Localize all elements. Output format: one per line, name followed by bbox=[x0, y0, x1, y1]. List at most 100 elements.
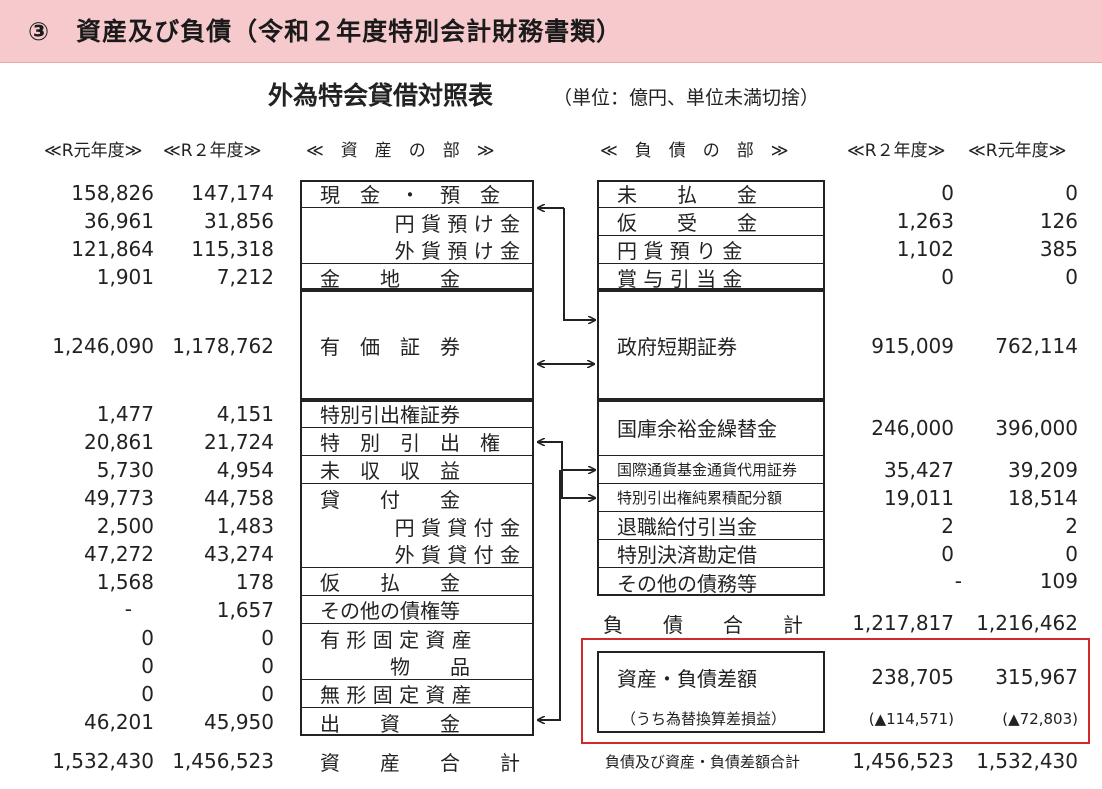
liability-row-suspense-receipts: 仮 受 金 bbox=[597, 208, 825, 236]
asset-row-goods: 物 品 bbox=[300, 652, 534, 680]
asset-r2-value: 1,178,762 bbox=[172, 334, 274, 358]
grand-total-r2: 1,456,523 bbox=[852, 749, 954, 773]
liabilities-total-r2: 1,217,817 bbox=[852, 611, 954, 635]
asset-r2-value: 21,724 bbox=[204, 430, 274, 454]
asset-row-intangible-fixed: 無 形 固 定 資 産 bbox=[300, 680, 534, 708]
asset-r2-value: 1,483 bbox=[216, 514, 274, 538]
asset-r1-value: - bbox=[124, 597, 132, 621]
asset-r1-value: 20,861 bbox=[84, 430, 154, 454]
asset-row-tangible-fixed: 有 形 固 定 資 産 bbox=[320, 627, 472, 652]
asset-r1-value: 49,773 bbox=[84, 486, 154, 510]
liability-r1-value: 126 bbox=[1039, 209, 1078, 233]
asset-r1-value: 121,864 bbox=[71, 237, 154, 261]
document-title: 外為特会貸借対照表 bbox=[268, 81, 494, 110]
asset-row-foreign-deposits: 外 貨 預 け 金 bbox=[300, 236, 534, 264]
liability-r2-value: 0 bbox=[941, 181, 954, 205]
asset-row-investments: 出 資 金 bbox=[320, 711, 460, 736]
liability-r2-value: 1,102 bbox=[896, 237, 954, 261]
asset-row-sdr: 特 別 引 出 権 bbox=[300, 428, 534, 456]
net-assets-label: 資産・負債差額 bbox=[617, 666, 757, 691]
arrow-investments-to-sdr bbox=[538, 470, 561, 720]
assets-box-securities bbox=[300, 290, 534, 400]
asset-r1-value: 2,500 bbox=[96, 514, 154, 538]
asset-r1-value: 1,568 bbox=[96, 570, 154, 594]
liability-row-retirement-reserve: 退職給付引当金 bbox=[597, 512, 825, 540]
asset-r1-value: 0 bbox=[141, 682, 154, 706]
assets-box-bottom bbox=[300, 400, 534, 736]
header-left-r1: ≪R元年度≫ bbox=[44, 141, 143, 161]
asset-row-yen-loans: 円 貨 貸 付 金 bbox=[394, 515, 520, 540]
net-assets-highlight bbox=[581, 638, 1090, 744]
asset-row-securities: 有 価 証 券 bbox=[320, 334, 460, 359]
liability-r2-value: 35,427 bbox=[884, 458, 954, 482]
liability-row-other-debts: その他の債務等 bbox=[617, 571, 757, 596]
asset-row-suspense-payments: 仮 払 金 bbox=[300, 568, 534, 596]
asset-r1-value: 0 bbox=[141, 626, 154, 650]
liability-row-yen-deposits-received: 円 貨 預 り 金 bbox=[597, 236, 825, 264]
arrow-deposits-to-fb bbox=[538, 208, 595, 320]
liability-r1-value: 109 bbox=[1039, 569, 1078, 593]
net-assets-r2: 238,705 bbox=[871, 665, 954, 689]
liability-r1-value: 0 bbox=[1065, 542, 1078, 566]
liability-r2-value: 915,009 bbox=[871, 334, 954, 358]
liability-r2-value: - bbox=[954, 569, 962, 593]
liabilities-total-r1: 1,216,462 bbox=[976, 611, 1078, 635]
asset-r2-value: 7,212 bbox=[216, 265, 274, 289]
liability-r1-value: 39,209 bbox=[1008, 458, 1078, 482]
asset-row-foreign-loans: 外 貨 貸 付 金 bbox=[300, 540, 534, 568]
liability-row-accounts-payable: 未 払 金 bbox=[597, 180, 825, 208]
asset-row-yen-deposits: 円 貨 預 け 金 bbox=[394, 211, 520, 236]
liability-r2-value: 0 bbox=[941, 542, 954, 566]
header-right-r1: ≪R元年度≫ bbox=[968, 141, 1067, 161]
asset-r1-value: 1,246,090 bbox=[52, 334, 154, 358]
liability-r1-value: 396,000 bbox=[995, 416, 1078, 440]
asset-r1-value: 1,901 bbox=[96, 265, 154, 289]
asset-r2-value: 31,856 bbox=[204, 209, 274, 233]
asset-r1-value: 46,201 bbox=[84, 710, 154, 734]
asset-r2-value: 45,950 bbox=[204, 710, 274, 734]
liability-r2-value: 19,011 bbox=[884, 486, 954, 510]
fx-gain-loss-label: （うち為替換算差損益） bbox=[621, 709, 787, 728]
fx-gain-loss-r1: (▲72,803) bbox=[1002, 710, 1078, 728]
unit-note: （単位：億円、単位未満切捨） bbox=[553, 87, 820, 109]
liability-r2-value: 246,000 bbox=[871, 416, 954, 440]
liability-r1-value: 0 bbox=[1065, 265, 1078, 289]
liability-r1-value: 762,114 bbox=[995, 334, 1078, 358]
header-assets: ≪ 資 産 の 部 ≫ bbox=[306, 141, 495, 161]
header-liabilities: ≪ 負 債 の 部 ≫ bbox=[600, 141, 789, 161]
arrow-sdr-to-liabilities bbox=[538, 442, 595, 498]
liabilities-box-securities bbox=[597, 290, 825, 400]
asset-r1-value: 36,961 bbox=[84, 209, 154, 233]
asset-row-cash-deposits: 現 金 ・ 預 金 bbox=[300, 180, 534, 208]
liability-r1-value: 2 bbox=[1065, 514, 1078, 538]
liability-row-sdr-allocation: 特別引出権純累積配分額 bbox=[597, 484, 825, 512]
asset-r2-value: 147,174 bbox=[191, 181, 274, 205]
asset-r2-value: 178 bbox=[235, 570, 274, 594]
asset-row-loans: 貸 付 金 bbox=[320, 487, 460, 512]
asset-r1-value: 158,826 bbox=[71, 181, 154, 205]
asset-r2-value: 0 bbox=[261, 654, 274, 678]
asset-row-sdr-securities: 特別引出権証券 bbox=[300, 400, 534, 428]
liability-r2-value: 1,263 bbox=[896, 209, 954, 233]
net-assets-r1: 315,967 bbox=[995, 665, 1078, 689]
liability-r1-value: 0 bbox=[1065, 181, 1078, 205]
asset-r2-value: 0 bbox=[261, 626, 274, 650]
liability-row-fb: 政府短期証券 bbox=[617, 334, 737, 359]
asset-r2-value: 44,758 bbox=[204, 486, 274, 510]
liability-row-imf-notes: 国際通貨基金通貨代用証券 bbox=[597, 456, 825, 484]
liability-row-bonus-reserve: 賞 与 引 当 金 bbox=[617, 266, 743, 291]
section-banner: ③ 資産及び負債（令和２年度特別会計財務書類） bbox=[0, 0, 1102, 63]
liability-r2-value: 2 bbox=[941, 514, 954, 538]
asset-r1-value: 5,730 bbox=[96, 458, 154, 482]
asset-r1-value: 0 bbox=[141, 654, 154, 678]
grand-total-r1: 1,532,430 bbox=[976, 749, 1078, 773]
asset-r2-value: 0 bbox=[261, 682, 274, 706]
asset-r1-value: 47,272 bbox=[84, 542, 154, 566]
liability-r2-value: 0 bbox=[941, 265, 954, 289]
asset-r2-value: 1,657 bbox=[216, 598, 274, 622]
liabilities-box-bottom bbox=[597, 400, 825, 596]
assets-box-top bbox=[300, 180, 534, 290]
asset-r2-value: 43,274 bbox=[204, 542, 274, 566]
liability-r1-value: 385 bbox=[1039, 237, 1078, 261]
